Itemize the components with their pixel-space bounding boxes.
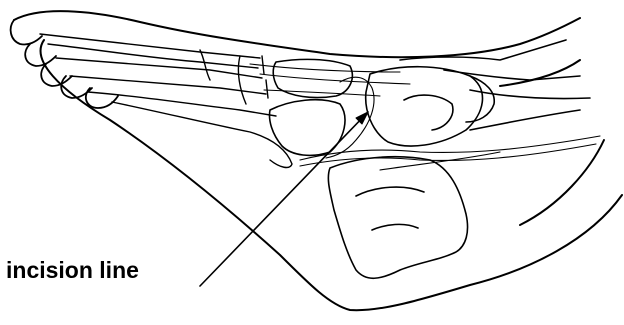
peroneal-tendon	[300, 136, 600, 160]
metatarsal-4	[88, 92, 276, 116]
tibia-bone	[400, 40, 580, 130]
leg-bones	[400, 40, 590, 130]
metatarsal-5	[112, 102, 292, 167]
tendons	[250, 64, 600, 170]
ankle-front-contour	[500, 60, 580, 86]
achilles-contour	[520, 140, 604, 225]
great-toe	[11, 20, 42, 45]
metatarsal-1-lower	[48, 44, 258, 68]
metatarsal-3	[70, 76, 266, 94]
malleolus	[466, 76, 494, 122]
fifth-toe	[86, 88, 118, 108]
fourth-toe	[61, 76, 92, 98]
toes	[11, 20, 118, 108]
metatarsals	[40, 34, 292, 167]
calcaneus-inner-detail	[356, 187, 424, 230]
talus-bone	[366, 67, 483, 146]
metatarsal-1	[40, 34, 260, 58]
incision-line-label: incision line	[6, 257, 139, 283]
calcaneus-bone	[328, 157, 467, 279]
metatarsal-2	[56, 58, 262, 78]
talus-head-detail	[404, 95, 453, 130]
